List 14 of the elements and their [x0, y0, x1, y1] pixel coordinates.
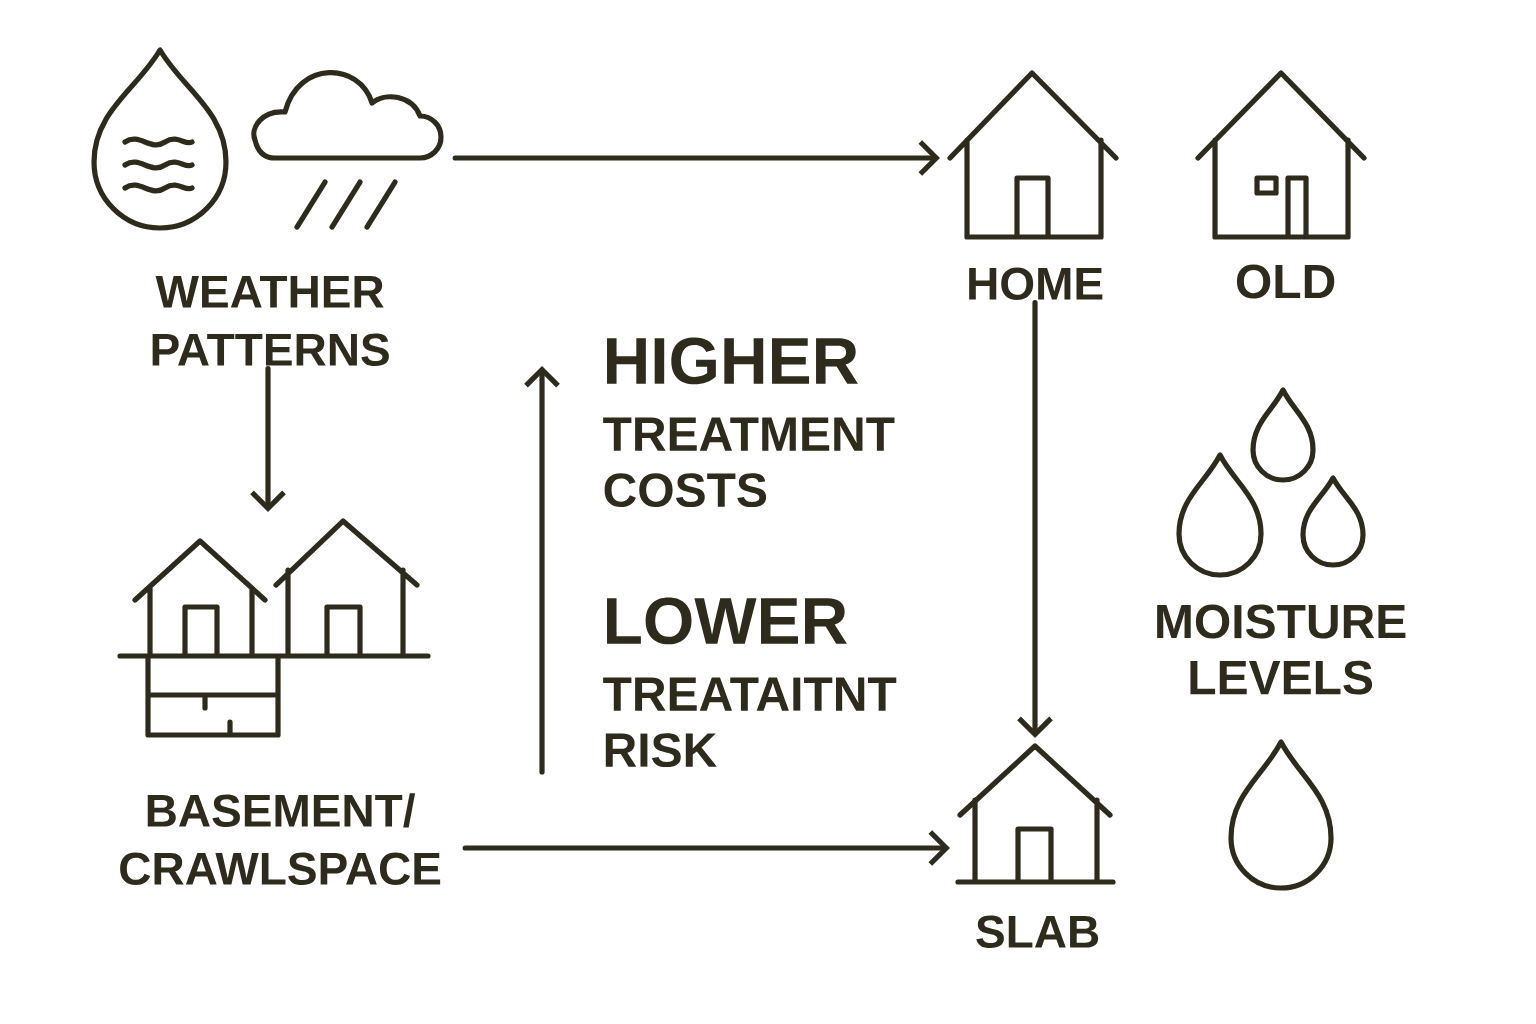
label-text: TREATMENT COSTS	[603, 417, 895, 508]
label-text: TREATAITNT RISK	[603, 677, 897, 768]
arrow	[462, 830, 950, 866]
icon-caption: SLAB	[976, 915, 1099, 949]
heading-text: HIGHER	[607, 337, 858, 385]
icon-caption: WEATHER PATTERNS	[152, 275, 389, 367]
heading-text: LOWER	[607, 597, 847, 645]
arrow	[452, 140, 940, 176]
icon-caption: HOME	[969, 267, 1103, 301]
label-text: OLD	[1236, 264, 1335, 299]
arrow	[1017, 300, 1053, 738]
icon-caption: BASEMENT/ CRAWLSPACE	[120, 793, 441, 886]
label-text: MOISTURE LEVELS	[1157, 604, 1406, 695]
arrow	[250, 366, 286, 512]
